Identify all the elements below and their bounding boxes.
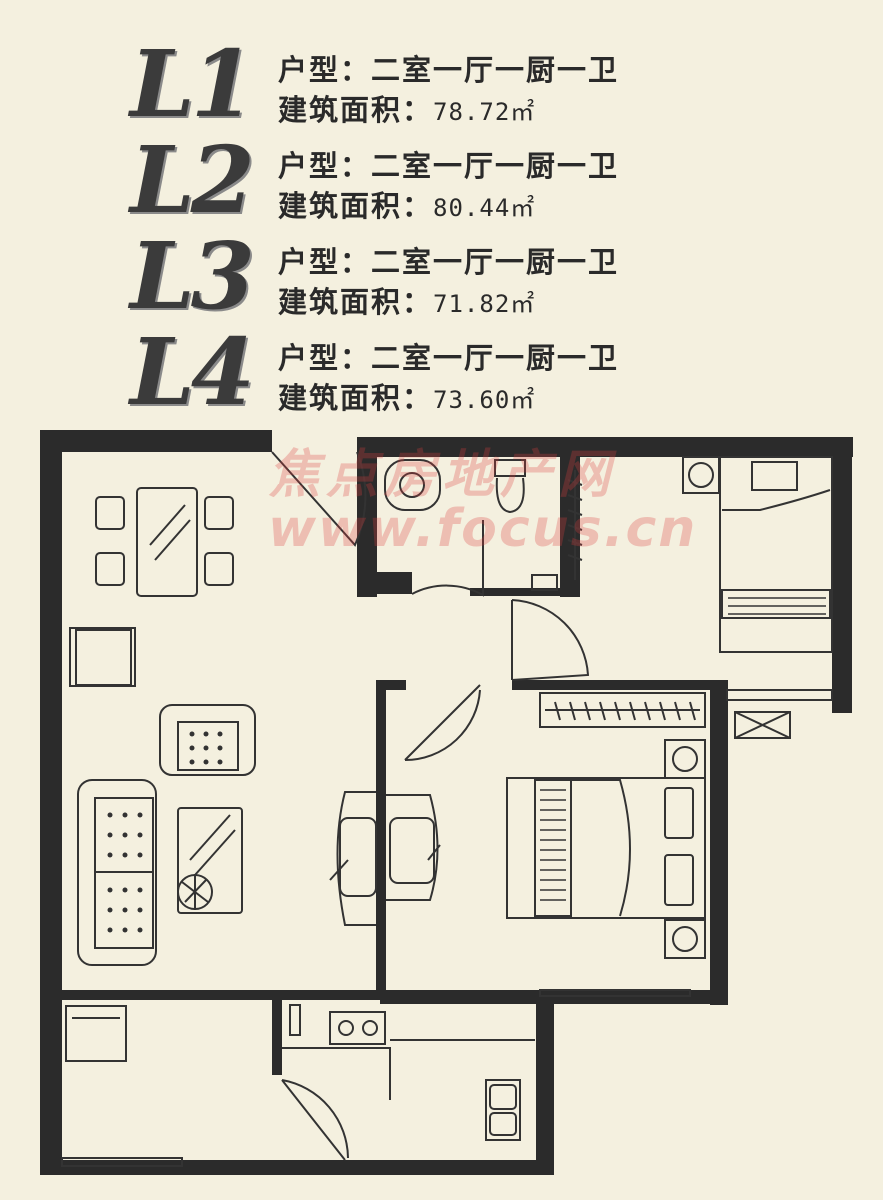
unit-code: L1	[130, 30, 255, 138]
armchair-icon	[159, 704, 256, 776]
layout-label: 户型：	[278, 341, 372, 375]
tv-cabinet-bedroom-icon	[386, 794, 441, 901]
area-value: 71.82㎡	[433, 290, 536, 318]
bed-blanket-pattern	[540, 789, 566, 901]
unit-info: 户型：二室一厅一厨一卫 建筑面积：71.82㎡	[278, 242, 619, 324]
kitchen-sink-icon	[485, 1079, 521, 1141]
dining-table-icon	[95, 487, 234, 597]
layout-label: 户型：	[278, 245, 372, 279]
single-bed-pattern	[728, 597, 826, 615]
tv-cabinet-icon	[329, 791, 377, 926]
layout-value: 二室一厅一厨一卫	[371, 53, 620, 87]
washing-machine-icon	[65, 1005, 127, 1062]
unit-info: 户型：二室一厅一厨一卫 建筑面积：73.60㎡	[278, 338, 619, 420]
area-label: 建筑面积：	[278, 285, 434, 319]
unit-info: 户型：二室一厅一厨一卫 建筑面积：80.44㎡	[278, 146, 619, 228]
doors	[271, 451, 590, 1161]
layout-value: 二室一厅一厨一卫	[371, 149, 620, 183]
layout-value: 二室一厅一厨一卫	[371, 245, 620, 279]
cabinet-icon	[69, 627, 136, 687]
layout-label: 户型：	[278, 53, 372, 87]
unit-l2: L2 户型：二室一厅一厨一卫 建筑面积：80.44㎡	[130, 134, 730, 230]
coffee-table-icon	[177, 807, 243, 914]
layout-value: 二室一厅一厨一卫	[371, 341, 620, 375]
area-label: 建筑面积：	[278, 381, 434, 415]
unit-code: L3	[130, 222, 255, 330]
double-bed-icon	[506, 739, 706, 959]
single-bed-icon	[682, 456, 833, 653]
unit-l1: L1 户型：二室一厅一厨一卫 建筑面积：78.72㎡	[130, 38, 730, 134]
area-value: 73.60㎡	[433, 386, 536, 414]
unit-list: L1 户型：二室一厅一厨一卫 建筑面积：78.72㎡ L2 户型：二室一厅一厨一…	[130, 38, 730, 422]
unit-code: L4	[130, 318, 255, 426]
unit-info: 户型：二室一厅一厨一卫 建筑面积：78.72㎡	[278, 50, 619, 132]
layout-label: 户型：	[278, 149, 372, 183]
area-label: 建筑面积：	[278, 189, 434, 223]
bathroom-fixtures-icon	[384, 459, 583, 591]
walls	[40, 430, 853, 1175]
armchair-dots	[189, 731, 223, 765]
area-value: 78.72㎡	[433, 98, 536, 126]
kitchen-stove-icon	[282, 1004, 535, 1100]
unit-l4: L4 户型：二室一厅一厨一卫 建筑面积：73.60㎡	[130, 326, 730, 422]
area-label: 建筑面积：	[278, 93, 434, 127]
windows	[61, 689, 833, 1167]
unit-code: L2	[130, 126, 255, 234]
unit-l3: L3 户型：二室一厅一厨一卫 建筑面积：71.82㎡	[130, 230, 730, 326]
area-value: 80.44㎡	[433, 194, 536, 222]
sofa-icon	[77, 779, 157, 966]
sofa-dots	[107, 812, 143, 933]
wardrobe-icon	[539, 692, 706, 728]
